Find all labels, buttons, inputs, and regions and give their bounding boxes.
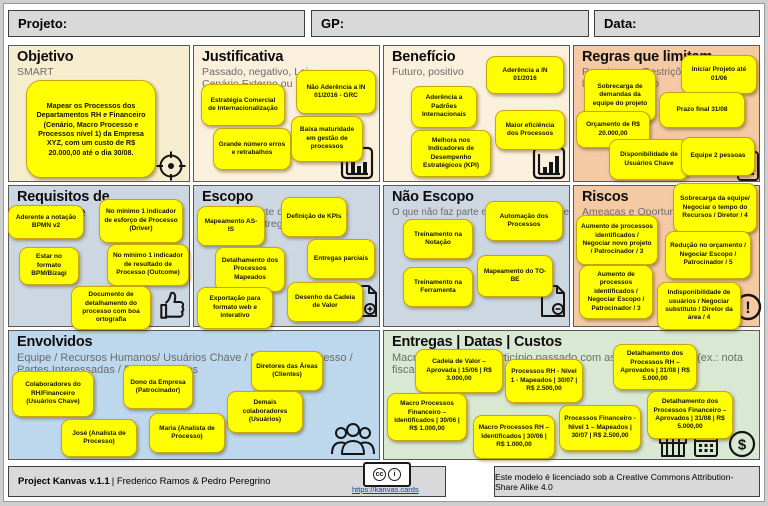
cc-icon: cc bbox=[373, 468, 386, 481]
sticky-note[interactable]: Baixa maturidade em gestão de processos bbox=[291, 116, 363, 162]
sticky-note[interactable]: Aumento de processos identificados / Neg… bbox=[579, 265, 653, 319]
section-title-regras: Regras que limitam bbox=[582, 49, 713, 65]
gift-icon bbox=[658, 432, 688, 458]
sticky-note[interactable]: Dono da Empresa (Patrocinador) bbox=[123, 365, 193, 409]
data-label: Data: bbox=[604, 16, 637, 31]
sticky-note[interactable]: Não Aderência a IN 01/2016 - GRC bbox=[296, 70, 376, 114]
sticky-note[interactable]: Treinamento na Ferramenta bbox=[403, 267, 473, 307]
sticky-note[interactable]: Iniciar Projeto até 01/06 bbox=[681, 55, 757, 94]
sticky-note[interactable]: Aderência a IN 01/2016 bbox=[486, 56, 564, 94]
sticky-note[interactable]: Macro Processos RH – Identificados | 30/… bbox=[473, 415, 555, 459]
section-title-nao-escopo: Não Escopo bbox=[392, 189, 474, 205]
section-title-objetivo: Objetivo bbox=[17, 49, 74, 65]
sticky-note[interactable]: Treinamento na Notação bbox=[403, 219, 473, 259]
sticky-note[interactable]: Indisponibilidade de usuários / Negociar… bbox=[657, 282, 741, 330]
cc-by-icon: i bbox=[388, 468, 401, 481]
sticky-note[interactable]: Estratégia Comercial de Internacionaliza… bbox=[201, 84, 285, 126]
target-icon bbox=[155, 150, 187, 182]
sticky-note[interactable]: No mínimo 1 indicador de esforço de Proc… bbox=[99, 199, 183, 243]
section-subtitle-beneficio: Futuro, positivo bbox=[392, 65, 464, 78]
sticky-note[interactable]: No mínimo 1 indicador de resultado de Pr… bbox=[107, 244, 189, 286]
sticky-note[interactable]: Diretores das Áreas (Clientes) bbox=[251, 351, 323, 391]
sticky-note[interactable]: Detalhamento dos Processos Financeiro – … bbox=[647, 391, 733, 439]
sticky-note[interactable]: Melhora nos Indicadores de Desempenho Es… bbox=[411, 130, 491, 177]
section-subtitle-justificativa: Passado, negativo, Lei, Cenário Externo … bbox=[202, 65, 328, 90]
sticky-note[interactable]: Grande número erros e retrabalhos bbox=[213, 128, 291, 170]
sticky-note[interactable]: Macro Processos Financeiro – Identificad… bbox=[387, 393, 467, 441]
sticky-note[interactable]: Redução no orçamento / Negociar Escopo /… bbox=[665, 231, 751, 279]
section-title-envolvidos: Envolvidos bbox=[17, 334, 93, 350]
sticky-note[interactable]: Detalhamento dos Processos Mapeados bbox=[215, 247, 285, 292]
kanvas-link[interactable]: https://kanvas.cards bbox=[352, 485, 419, 494]
projeto-field[interactable]: Projeto: bbox=[8, 10, 305, 37]
sticky-note[interactable]: Colaboradores do RH/Financeiro (Usuários… bbox=[12, 371, 94, 417]
sticky-note[interactable]: Definição de KPIs bbox=[281, 197, 347, 237]
cc-license-icon: cc i bbox=[363, 462, 411, 487]
sticky-note[interactable]: Demais colaboradores (Usuários) bbox=[227, 391, 303, 433]
sticky-note[interactable]: Sobrecarga da equipe/ Negociar o tempo d… bbox=[673, 183, 757, 233]
svg-text:$: $ bbox=[738, 437, 747, 454]
projeto-label: Projeto: bbox=[18, 16, 68, 31]
section-title-riscos: Riscos bbox=[582, 189, 629, 205]
thumbs-up-icon bbox=[156, 288, 190, 322]
section-subtitle-riscos: Ameaças e Oportunidades bbox=[582, 205, 707, 218]
growth-chart-icon bbox=[532, 146, 566, 180]
sticky-note[interactable]: Maior eficiência dos Processos bbox=[495, 110, 565, 150]
sticky-note[interactable]: Aumento de processos identificados / Neg… bbox=[576, 215, 658, 265]
sticky-note[interactable]: Disponibilidade de Usuários Chave bbox=[609, 139, 689, 180]
sticky-note[interactable]: Automação dos Processos bbox=[485, 201, 563, 241]
sticky-note[interactable]: Mapear os Processos dos Departamentos RH… bbox=[26, 80, 156, 178]
footer-license: Este modelo é licenciado sob a Creative … bbox=[494, 466, 760, 497]
sticky-note[interactable]: José (Analista de Processo) bbox=[61, 419, 137, 457]
section-subtitle-objetivo: SMART bbox=[17, 65, 54, 78]
sticky-note[interactable]: Exportação para formato web e interativo bbox=[197, 287, 273, 329]
sticky-note[interactable]: Mapeamento do TO-BE bbox=[477, 255, 553, 297]
svg-text:!: ! bbox=[745, 298, 751, 317]
sticky-note[interactable]: Maria (Analista de Processo) bbox=[149, 413, 225, 453]
sticky-note[interactable]: Desenho da Cadeia de Valor bbox=[287, 282, 363, 322]
footer-license-text: Este modelo é licenciado sob a Creative … bbox=[495, 471, 734, 492]
sticky-note[interactable]: Estar no formato BPM/Bizagi bbox=[19, 247, 79, 285]
sticky-note[interactable]: Aderente a notação BPMN v2 bbox=[8, 205, 84, 239]
dollar-icon: $ bbox=[728, 430, 756, 458]
section-subtitle-nao-escopo: O que não faz parte e não será entregue. bbox=[392, 206, 570, 218]
sticky-note[interactable]: Aderência a Padrões Internacionais bbox=[411, 86, 477, 128]
sticky-note[interactable]: Documento de detalhamento do processo co… bbox=[71, 286, 151, 330]
gp-label: GP: bbox=[321, 16, 345, 31]
footer-authors: | Frederico Ramos & Pedro Peregrino bbox=[111, 476, 271, 487]
people-icon bbox=[330, 420, 376, 456]
gp-field[interactable]: GP: bbox=[311, 10, 589, 37]
sticky-note[interactable]: Cadeia de Valor – Aprovada | 15/06 | R$ … bbox=[415, 349, 503, 393]
sticky-note[interactable]: Prazo final 31/08 bbox=[659, 92, 745, 128]
sticky-note[interactable]: Equipe 2 pessoas bbox=[681, 137, 755, 176]
sticky-note[interactable]: Mapeamento AS-IS bbox=[197, 206, 265, 246]
section-title-escopo: Escopo bbox=[202, 189, 254, 205]
section-title-justificativa: Justificativa bbox=[202, 49, 284, 65]
sticky-note[interactable]: Detalhamento dos Processos RH – Aprovado… bbox=[613, 344, 697, 390]
data-field[interactable]: Data: bbox=[594, 10, 760, 37]
sticky-note[interactable]: Entregas parciais bbox=[307, 239, 375, 279]
section-title-entregas: Entregas | Datas | Custos bbox=[392, 334, 562, 350]
footer-app-title: Project Kanvas v.1.1 bbox=[18, 476, 110, 487]
section-title-beneficio: Benefício bbox=[392, 49, 456, 65]
sticky-note[interactable]: Processos Financeiro - Nível 1 – Mapeado… bbox=[559, 405, 641, 451]
sticky-note[interactable]: Processos RH - Nível 1 - Mapeados | 30/0… bbox=[505, 359, 583, 403]
